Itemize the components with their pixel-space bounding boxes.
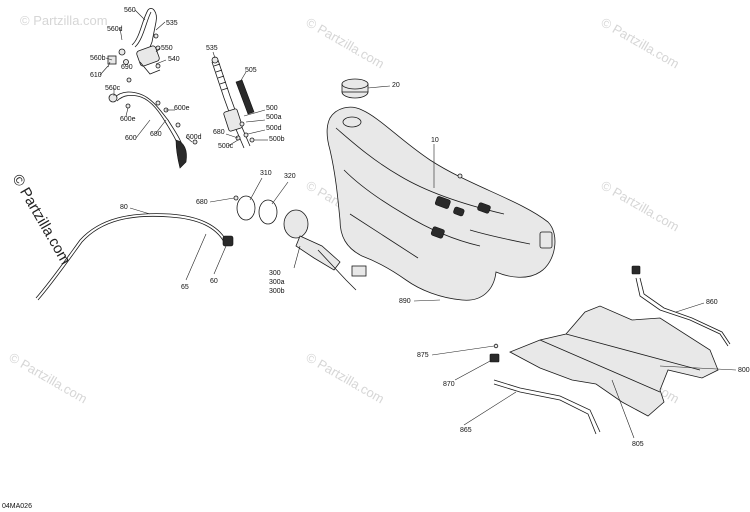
callout-label: 550: [161, 45, 173, 52]
callout-label: 500c: [218, 143, 234, 150]
callout-label: 560: [124, 7, 136, 14]
watermark-text: © Partzilla.com: [599, 15, 682, 72]
callout-label: 805: [632, 441, 644, 448]
seal-310: [236, 195, 256, 221]
callout-label: 610: [90, 72, 102, 79]
callout-label: 860: [706, 299, 718, 306]
callout-label: 560d: [107, 26, 123, 33]
callout-label: 800: [738, 367, 750, 374]
callout-label: 560c: [105, 85, 121, 92]
vent-hose-600: [108, 91, 198, 169]
callout-label: 600e: [120, 116, 136, 123]
callout-labels: 560 535 560d 550 560b 540 690 610 560c 6…: [90, 7, 750, 448]
callout-label: 300: [269, 270, 281, 277]
filler-neck-500: [211, 56, 255, 149]
fuel-pump-300: [233, 195, 367, 291]
callout-label: 535: [166, 20, 178, 27]
callout-label: 600: [125, 135, 137, 142]
clip-870: [489, 353, 500, 363]
callout-label: 875: [417, 352, 429, 359]
watermark-text: © Partzilla.com: [20, 13, 108, 28]
callout-label: 65: [181, 284, 189, 291]
callout-label: 600d: [186, 134, 202, 141]
callout-label: 10: [431, 137, 439, 144]
callout-label: 500a: [266, 114, 282, 121]
watermark-text: © Partzilla.com: [304, 15, 387, 72]
callout-label: 690: [121, 64, 133, 71]
watermark-main: © Partzilla.com: [9, 172, 74, 268]
leader-lines: [99, 9, 737, 439]
fuel-tank-10: [326, 106, 556, 301]
callout-label: 680: [213, 129, 225, 136]
vent-line-80: [35, 213, 234, 301]
rod-860: [631, 265, 731, 347]
watermark-text: © Partzilla.com: [304, 350, 387, 407]
watermark-text: © Partzilla.com: [599, 178, 682, 235]
skid-plate-800: [509, 305, 719, 417]
clamp-560b: [123, 59, 129, 65]
callout-label: 680: [196, 199, 208, 206]
callout-label: 310: [260, 170, 272, 177]
callout-label: 680: [150, 131, 162, 138]
callout-label: 560b: [90, 55, 106, 62]
diagram-reference: 04MA026: [2, 503, 32, 510]
callout-label: 535: [206, 45, 218, 52]
callout-label: 870: [443, 381, 455, 388]
hose-505: [235, 79, 255, 115]
callout-label: 300a: [269, 279, 285, 286]
clamp-560d: [118, 48, 126, 56]
clip-60: [222, 235, 234, 247]
fuel-cap-20: [341, 78, 369, 99]
screw-610: [126, 77, 132, 83]
callout-label: 500d: [266, 125, 282, 132]
callout-label: 300b: [269, 288, 285, 295]
filler-hose-560: [131, 7, 157, 53]
filler-assembly: [107, 7, 161, 83]
callout-label: 540: [168, 56, 180, 63]
callout-label: 320: [284, 173, 296, 180]
callout-label: 60: [210, 278, 218, 285]
ring-320: [258, 199, 278, 225]
rod-865: [489, 343, 601, 435]
callout-label: 80: [120, 204, 128, 211]
callout-label: 500b: [269, 136, 285, 143]
callout-label: 20: [392, 82, 400, 89]
watermark-text: © Partzilla.com: [7, 350, 90, 407]
callout-label: 600e: [174, 105, 190, 112]
callout-label: 865: [460, 427, 472, 434]
callout-label: 890: [399, 298, 411, 305]
callout-label: 500: [266, 105, 278, 112]
screw-875: [493, 343, 499, 349]
callout-label: 505: [245, 67, 257, 74]
filler-valve-550: [136, 45, 160, 67]
